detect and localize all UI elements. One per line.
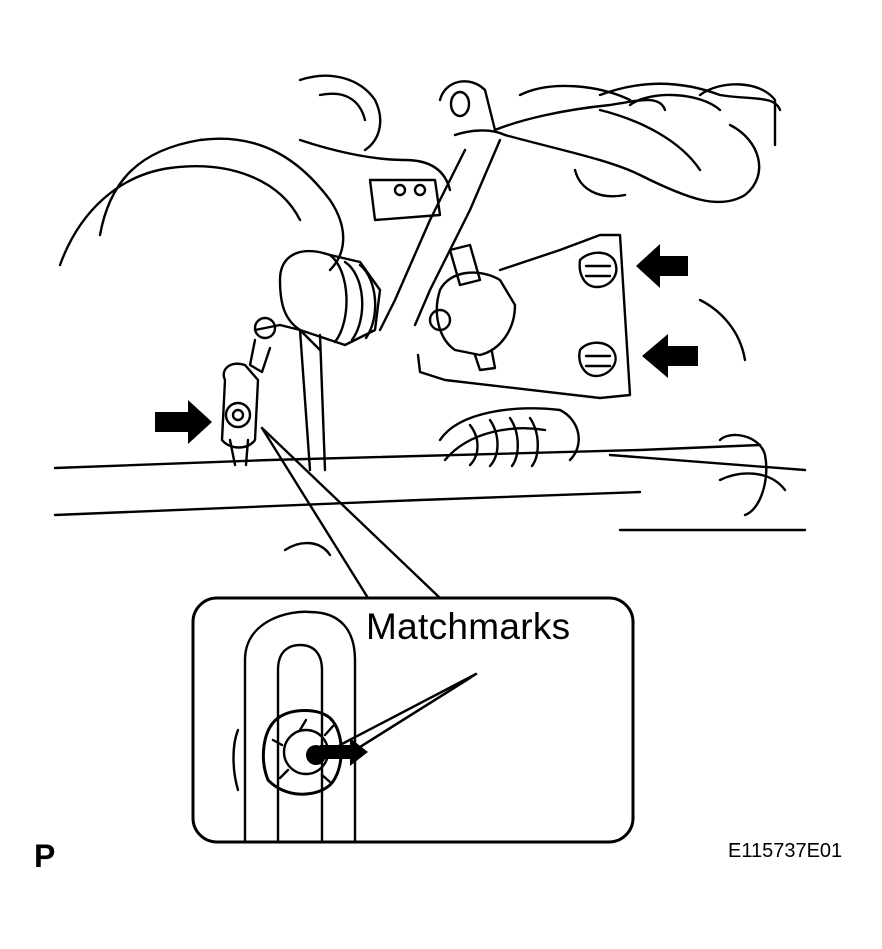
pointer-arrows (155, 244, 698, 444)
figure-id: E115737E01 (728, 840, 843, 862)
arrow-right-icon (320, 738, 368, 766)
arrow-left-icon (636, 244, 688, 288)
view-letter: P (34, 838, 56, 874)
stabilizer-bar (378, 80, 782, 332)
callout-detail (232, 610, 478, 844)
arrow-right-icon (155, 400, 212, 444)
cross-member (58, 74, 702, 272)
lower-arm (438, 298, 787, 517)
chassis-lines (53, 443, 807, 557)
arrow-left-icon (642, 334, 698, 378)
sensor-bracket (416, 233, 632, 400)
callout-leader (260, 426, 442, 600)
callout-box (191, 596, 635, 844)
sensor-link-rod (220, 316, 327, 472)
height-sensor (278, 243, 517, 372)
matchmarks-label: Matchmarks (366, 606, 571, 647)
